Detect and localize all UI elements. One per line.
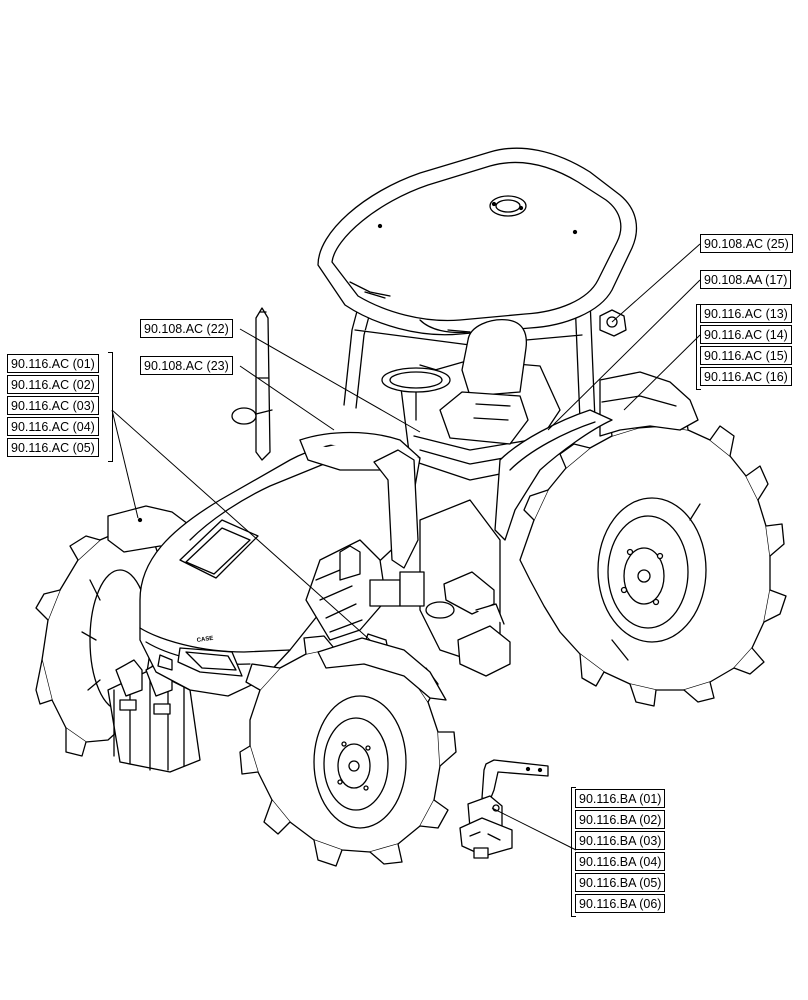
callout-ac22: 90.108.AC (22) — [140, 319, 233, 338]
callout-ba01: 90.116.BA (01) — [575, 789, 666, 808]
ba-group-bracket — [571, 787, 576, 917]
right-side-steps — [419, 499, 511, 677]
callout-ac03: 90.116.AC (03) — [7, 396, 99, 415]
operator-seat — [439, 319, 529, 445]
hood — [139, 431, 421, 697]
hitch-assembly — [459, 759, 549, 859]
right-group-bracket — [696, 304, 701, 390]
callout-ac01: 90.116.AC (01) — [7, 354, 99, 373]
engine-compartment — [305, 539, 425, 641]
callout-ba02: 90.116.BA (02) — [575, 810, 666, 829]
front-right-wheel — [239, 633, 457, 867]
callout-ba03: 90.116.BA (03) — [575, 831, 666, 850]
hood-logo-text: CASE — [196, 636, 213, 644]
callout-ba06: 90.116.BA (06) — [575, 894, 666, 913]
left-group-bracket — [108, 352, 113, 462]
callout-ac02: 90.116.AC (02) — [7, 375, 99, 394]
leader-lines — [111, 243, 701, 851]
rear-left-fender — [494, 409, 613, 541]
hood-pillar — [373, 449, 419, 569]
callout-ac15: 90.116.AC (15) — [700, 346, 792, 365]
rear-right-fender — [599, 371, 699, 437]
front-right-fender — [317, 637, 447, 701]
callout-ba05: 90.116.BA (05) — [575, 873, 666, 892]
left-mirror — [231, 407, 273, 425]
callout-ac16: 90.116.AC (16) — [700, 367, 792, 386]
right-light — [599, 309, 627, 337]
exhaust-stack — [255, 307, 271, 461]
callout-ac13: 90.116.AC (13) — [700, 304, 792, 323]
callout-ac04: 90.116.AC (04) — [7, 417, 99, 436]
callout-ac23: 90.108.AC (23) — [140, 356, 233, 375]
callout-ac05: 90.116.AC (05) — [7, 438, 99, 457]
steering-wheel — [381, 367, 451, 421]
front-weights — [107, 659, 201, 773]
callout-ba04: 90.116.BA (04) — [575, 852, 666, 871]
canopy-roof — [317, 147, 638, 336]
rear-right-wheel — [519, 409, 787, 707]
callout-ac25: 90.108.AC (25) — [700, 234, 793, 253]
callout-aa17: 90.108.AA (17) — [700, 270, 792, 289]
callout-ac14: 90.116.AC (14) — [700, 325, 792, 344]
